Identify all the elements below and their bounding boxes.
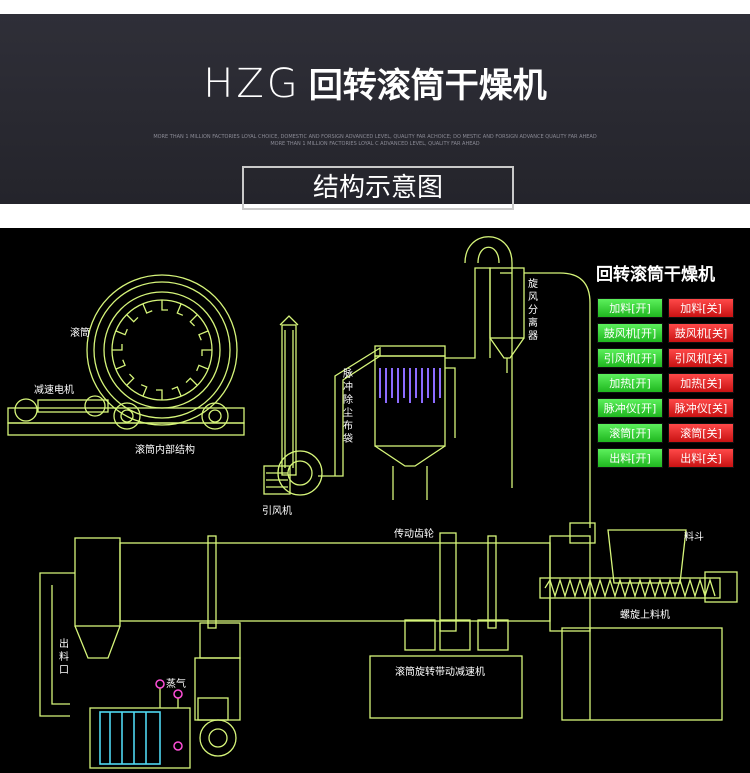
button-feed-off[interactable]: 加料[关] [668,298,734,318]
title-en: HZG [203,61,301,107]
label-drive-reducer: 滚筒旋转带动减速机 [395,667,485,678]
induced-fan-drawing [263,346,381,496]
label-induced-fan: 引风机 [262,506,292,517]
structure-diagram: 滚筒 减速电机 滚筒内部结构 脉冲除尘布袋 旋风分离器 引风机 传动齿轮 出料口… [0,228,750,773]
button-blower-off[interactable]: 鼓风机[关] [668,323,734,343]
button-pulse-off[interactable]: 脉冲仪[关] [668,398,734,418]
drum-fin [198,330,209,341]
label-drum-internal: 滚筒内部结构 [135,445,195,456]
button-heat-off[interactable]: 加热[关] [668,373,734,393]
chimney-drawing [279,315,299,476]
control-panel-title: 回转滚筒干燥机 [596,265,715,285]
drum-fin [155,389,163,400]
button-discharge-on[interactable]: 出料[开] [597,448,663,468]
label-cyclone: 旋风分离器 [528,279,538,342]
button-blower-on[interactable]: 鼓风机[开] [597,323,663,343]
tagline: MORE THAN 1 MILLION FACTORIES LOYAL CHOI… [153,134,597,147]
label-screw-feeder: 螺旋上料机 [620,610,670,621]
label-outlet: 出料口 [59,639,69,676]
drum-fin [185,377,198,386]
label-drum: 滚筒 [70,328,90,339]
drum-fin [189,314,198,327]
filter-bags [379,368,441,403]
drum-ring-drawing [7,274,245,436]
title-cn: 回转滚筒干燥机 [308,66,547,106]
drum-fin [161,300,169,311]
cyan-parts [99,711,161,765]
screw-feeder-drawing [539,529,738,603]
drum-fin [142,303,153,314]
button-pulse-on[interactable]: 脉冲仪[开] [597,398,663,418]
drum-fin [201,349,212,357]
drum-fin [196,364,209,372]
button-induced-fan-on[interactable]: 引风机[开] [597,348,663,368]
label-hopper: 料斗 [684,532,704,543]
subtitle-box: 结构示意图 [242,166,514,210]
label-reducer: 减速电机 [34,385,74,396]
drum-fin [115,328,128,336]
label-steam: 蒸气 [166,679,186,690]
button-feed-on[interactable]: 加料[开] [597,298,663,318]
button-heat-on[interactable]: 加热[开] [597,373,663,393]
button-discharge-off[interactable]: 出料[关] [668,448,734,468]
drum-fin [115,359,126,370]
drum-fin [171,386,182,397]
bag-filter-drawing [374,267,491,500]
label-drive-gear: 传动齿轮 [394,529,434,540]
drum-fin [112,343,123,351]
label-pulse-bag: 脉冲除尘布袋 [343,369,353,445]
steam-valves [155,679,183,751]
drum-fin [126,373,135,386]
drum-fin [126,314,139,323]
button-drum-on[interactable]: 滚筒[开] [597,423,663,443]
support-drawing [194,619,723,721]
machine-drawing [7,236,738,769]
button-induced-fan-off[interactable]: 引风机[关] [668,348,734,368]
heater-drawing [89,688,237,769]
drum-fin [176,303,184,316]
button-drum-off[interactable]: 滚筒[关] [668,423,734,443]
drum-fin [140,384,148,397]
cyclone-drawing [464,236,596,544]
